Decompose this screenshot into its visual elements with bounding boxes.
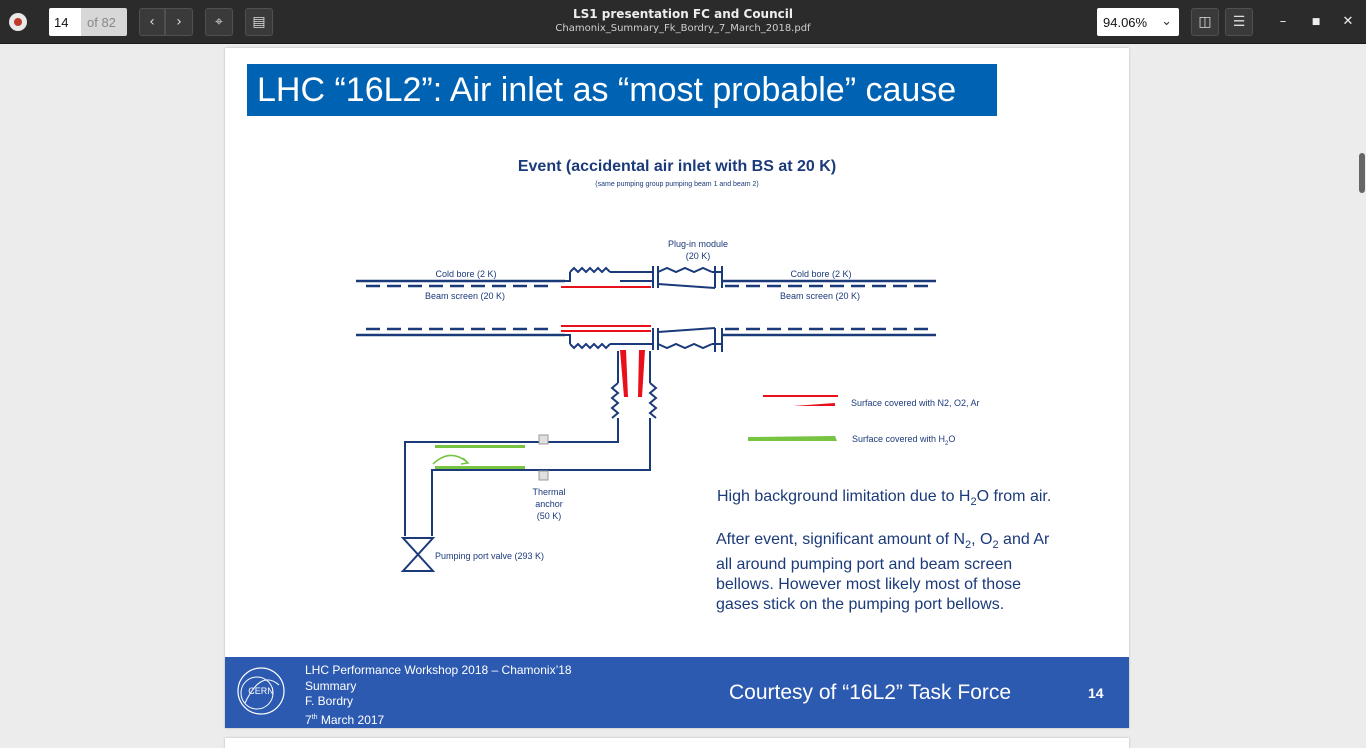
cern-logo-icon: CERN (237, 667, 285, 715)
after-event-text: After event, significant amount of N2, O… (716, 531, 1050, 614)
pumping-bellows-left (610, 382, 620, 419)
beam-screen-right-label: Beam screen (20 K) (779, 291, 861, 301)
minimize-button[interactable]: – (1279, 14, 1287, 29)
crosshair-icon: ⌖ (215, 14, 223, 30)
pumping-line-inner (431, 418, 651, 536)
page-number-input[interactable] (49, 8, 81, 36)
n2-surface-top (561, 286, 651, 288)
menu-button[interactable]: ☰ (1225, 8, 1253, 36)
thermal-anchor-top (538, 434, 549, 445)
n2-surface-port-right (638, 350, 645, 397)
page-selector: of 82 (49, 8, 127, 36)
beam-screen-left-label: Beam screen (20 K) (424, 291, 506, 301)
zoom-value: 94.06% (1103, 14, 1148, 30)
footer-courtesy: Courtesy of “16L2” Task Force (729, 681, 1012, 704)
bellow-flange-tl (565, 272, 571, 282)
event-subtitle: (same pumping group pumping beam 1 and b… (595, 181, 759, 188)
n2-surface-port-left (620, 350, 628, 397)
slide-page-number: 14 (1088, 685, 1104, 701)
thermal-anchor-bottom (538, 470, 549, 481)
event-title: Event (accidental air inlet with BS at 2… (517, 158, 837, 175)
pumping-line-outer (404, 418, 619, 536)
svg-text:CERN: CERN (248, 686, 274, 696)
slide-title: LHC “16L2”: Air inlet as “most probable”… (247, 64, 997, 116)
pumping-port-valve-shape (400, 537, 436, 572)
document-filename: Chamonix_Summary_Fk_Bordry_7_March_2018.… (555, 23, 811, 34)
bellows-top-left (569, 266, 611, 274)
search-document-icon: ◫ (1198, 14, 1212, 30)
document-viewer[interactable]: LHC “16L2”: Air inlet as “most probable”… (0, 45, 1366, 748)
cold-bore-right-label: Cold bore (2 K) (790, 269, 852, 279)
n2-surface-bottom-2 (561, 330, 651, 332)
annotations-button[interactable]: ▤ (245, 8, 273, 36)
page-count: of 82 (81, 8, 127, 36)
document-title: LS1 presentation FC and Council (572, 7, 793, 21)
h2o-surface-bottom (435, 466, 525, 469)
slide-footer: CERN LHC Performance Workshop 2018 – Cha… (225, 657, 1129, 728)
close-button[interactable]: ✕ (1342, 14, 1354, 29)
bellows-bottom-left (569, 342, 611, 350)
hamburger-icon: ☰ (1232, 14, 1246, 30)
cold-bore-left-label: Cold bore (2 K) (435, 269, 497, 279)
n2-surface-bottom-1 (561, 325, 651, 327)
app-logo-icon (9, 13, 27, 31)
h2o-surface-top (435, 445, 525, 448)
pumping-bellows-right (648, 382, 658, 419)
vertical-scrollbar[interactable] (1359, 153, 1365, 193)
pumping-valve-label: Pumping port valve (293 K) (435, 551, 545, 561)
document-title-area: LS1 presentation FC and Council Chamonix… (450, 7, 916, 35)
legend-n2-label: Surface covered with N2, O2, Ar (851, 398, 980, 408)
search-button[interactable]: ◫ (1191, 8, 1219, 36)
chevron-down-icon: ⌄ (1161, 13, 1172, 28)
footer-info: LHC Performance Workshop 2018 – Chamonix… (305, 663, 572, 727)
zoom-select[interactable]: 94.06% ⌄ (1097, 8, 1179, 36)
legend-n2-line (763, 395, 838, 397)
locate-button[interactable]: ⌖ (205, 8, 233, 36)
next-pdf-page (225, 738, 1129, 748)
notes-icon: ▤ (252, 14, 266, 30)
maximize-button[interactable]: ■ (1311, 17, 1321, 27)
background-limitation-text: High background limitation due to H2O fr… (717, 488, 1052, 509)
legend-h2o-wedge (748, 436, 837, 441)
plugin-module-label: Plug-in module (20 K) (667, 239, 729, 261)
previous-page-button[interactable]: ‹ (139, 8, 165, 36)
thermal-anchor-label: Thermal anchor (50 K) (532, 487, 566, 521)
chevron-right-icon: › (176, 14, 182, 30)
vacuum-diagram (356, 266, 936, 572)
next-page-button[interactable]: › (165, 8, 193, 36)
flow-arrow (432, 454, 468, 465)
legend-h2o-label: Surface covered with H2O (852, 434, 956, 447)
toolbar: of 82 ‹ › ⌖ ▤ LS1 presentation FC and Co… (0, 0, 1366, 44)
pdf-page: LHC “16L2”: Air inlet as “most probable”… (225, 48, 1129, 728)
chevron-left-icon: ‹ (149, 14, 155, 30)
legend-n2-wedge (793, 403, 835, 406)
